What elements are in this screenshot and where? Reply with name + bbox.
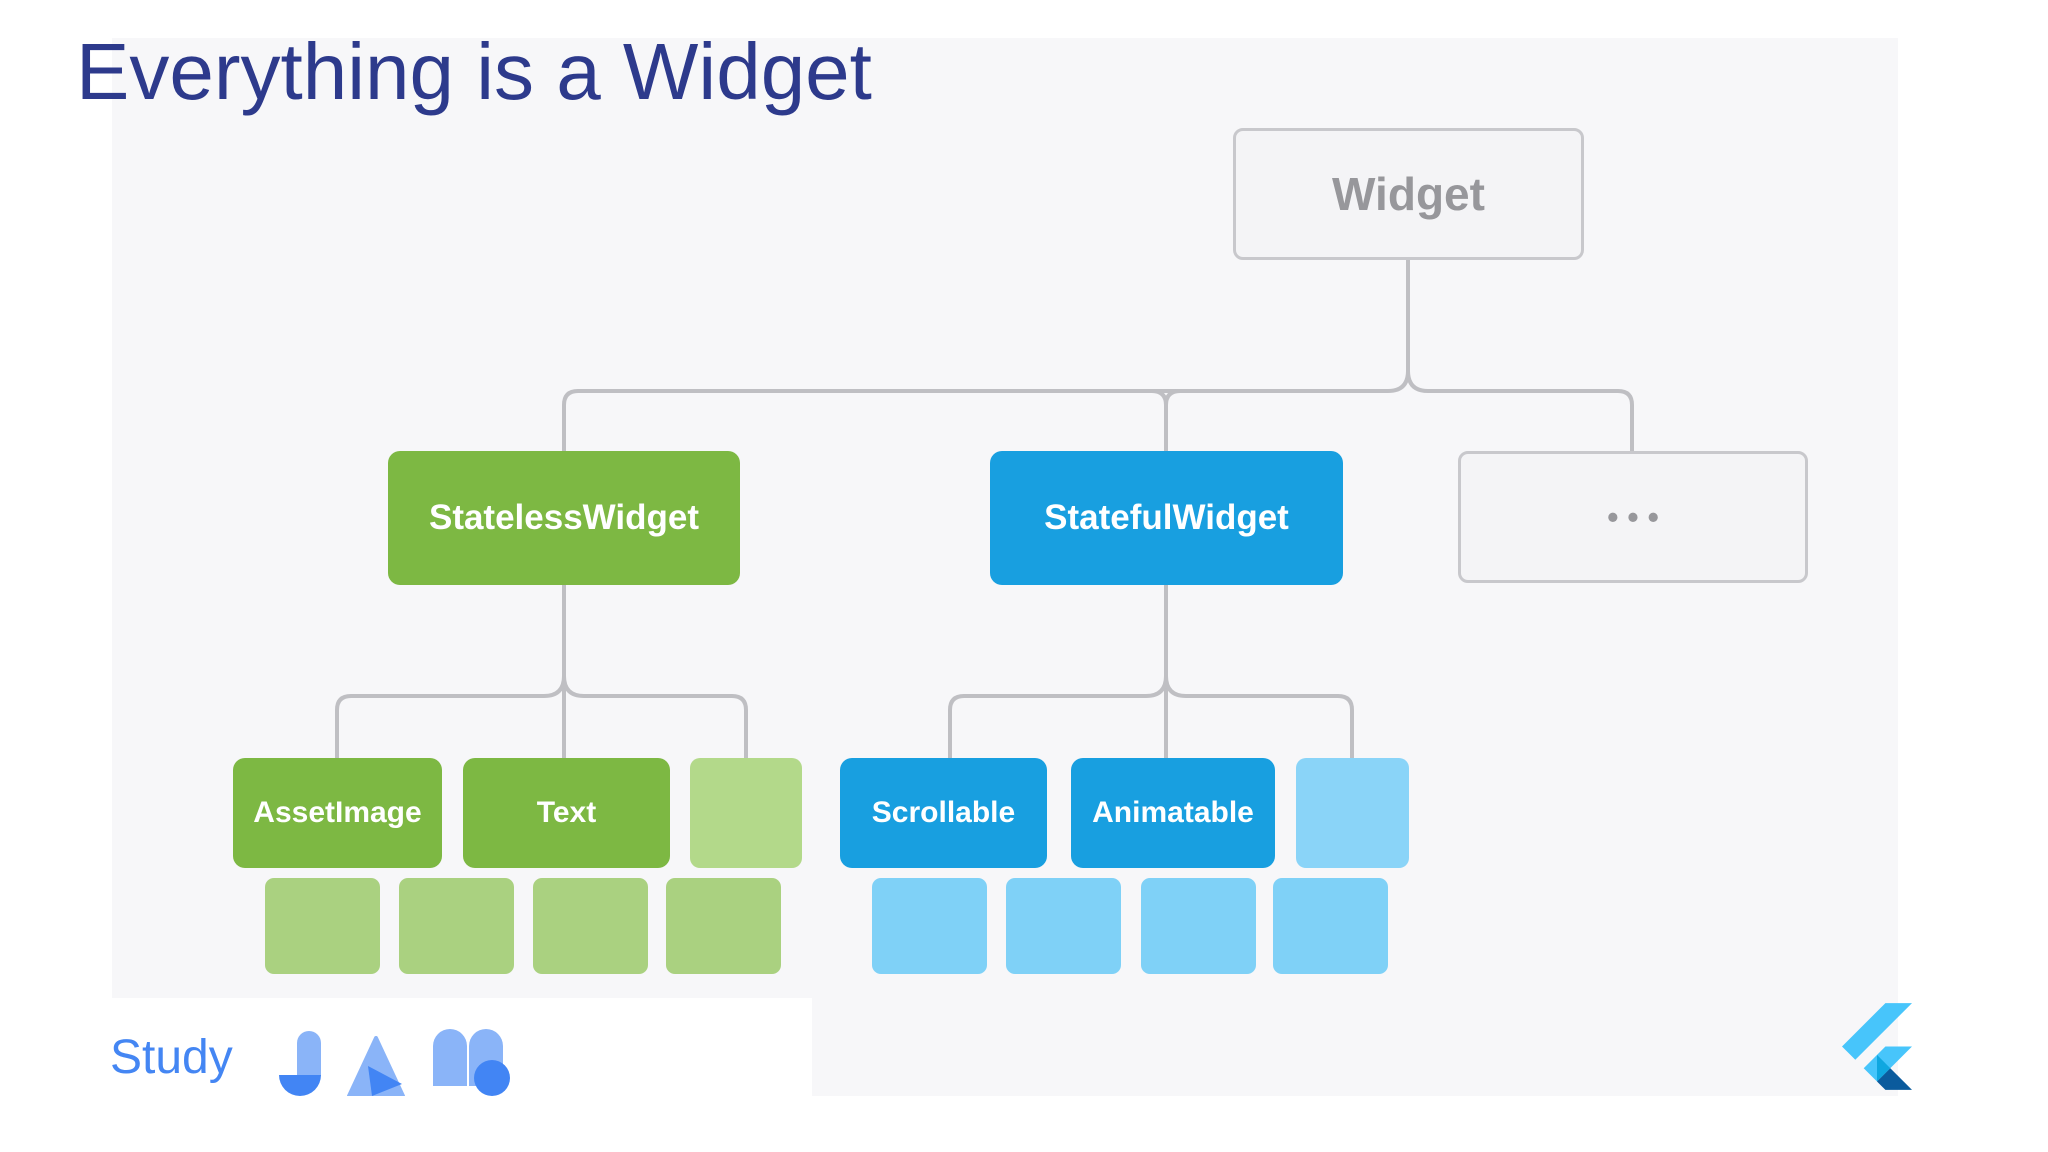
placeholder-tile-blue xyxy=(1273,878,1388,974)
studyjam-j-icon xyxy=(278,1031,321,1096)
node-ellipsis: ••• xyxy=(1458,451,1808,583)
studyjam-a-icon xyxy=(346,1036,405,1096)
placeholder-tile-green xyxy=(666,878,781,974)
studyjam-m-icon xyxy=(432,1029,510,1096)
node-statefulwidget-label: StatefulWidget xyxy=(1044,498,1289,537)
node-scrollable: Scrollable xyxy=(840,758,1047,868)
node-stateful-placeholder xyxy=(1296,758,1409,868)
node-widget: Widget xyxy=(1233,128,1584,260)
node-animatable: Animatable xyxy=(1071,758,1275,868)
placeholder-tile-green xyxy=(399,878,514,974)
study-label: Study xyxy=(110,1031,233,1084)
node-text: Text xyxy=(463,758,670,868)
node-assetimage-label: AssetImage xyxy=(253,796,422,829)
placeholder-tile-blue xyxy=(1141,878,1256,974)
node-scrollable-label: Scrollable xyxy=(871,796,1016,829)
placeholder-tile-blue xyxy=(1006,878,1121,974)
placeholder-tile-green xyxy=(533,878,648,974)
node-stateless-placeholder xyxy=(690,758,802,868)
flutter-icon xyxy=(1842,1003,1912,1090)
page-title: Everything is a Widget xyxy=(76,27,872,116)
study-jam-logo: Study xyxy=(110,1012,511,1096)
node-animatable-label: Animatable xyxy=(1092,796,1254,829)
placeholder-tile-blue xyxy=(872,878,987,974)
placeholder-tile-green xyxy=(265,878,380,974)
ellipsis-dots: ••• xyxy=(1607,498,1668,535)
node-statelesswidget-label: StatelessWidget xyxy=(428,498,700,537)
node-statefulwidget: StatefulWidget xyxy=(990,451,1343,585)
node-text-label: Text xyxy=(536,796,597,829)
node-statelesswidget: StatelessWidget xyxy=(388,451,740,585)
node-widget-label: Widget xyxy=(1332,168,1485,220)
node-assetimage: AssetImage xyxy=(233,758,442,868)
